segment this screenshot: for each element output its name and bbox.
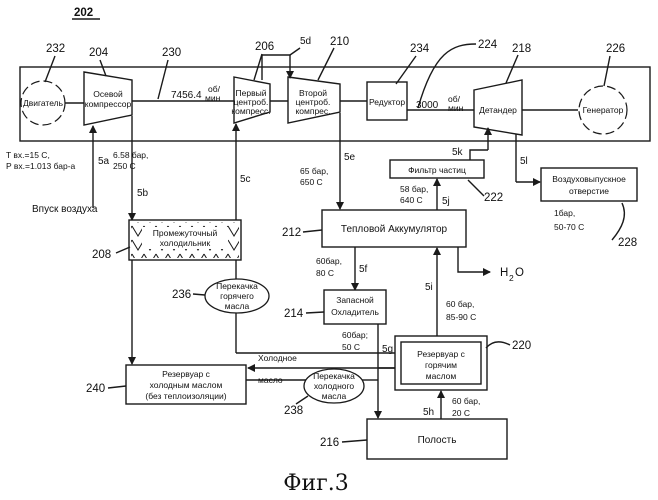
after-cooler-pressure: 60бар; <box>342 330 368 340</box>
engine-ref: 232 <box>46 43 65 55</box>
gearbox-ref: 234 <box>410 43 430 55</box>
svg-text:Запасной: Запасной <box>336 295 374 305</box>
hot-oil-pump-ref: 236 <box>172 289 191 301</box>
hot-oil-reservoir-ref: 220 <box>512 340 531 352</box>
backup-cooler-ref: 214 <box>284 308 304 320</box>
cavity-pressure: 60 бар, <box>452 396 480 406</box>
cold-oil-pump-ref: 238 <box>284 405 303 417</box>
svg-text:маслом: маслом <box>426 371 457 381</box>
intercooler-ref: 208 <box>92 249 111 261</box>
stream-5h: 5h <box>423 407 434 418</box>
generator-ref: 226 <box>606 43 625 55</box>
svg-text:масла: масла <box>225 301 250 311</box>
after-accum-pressure: 60бар, <box>316 256 342 266</box>
svg-text:Полость: Полость <box>418 435 457 446</box>
after-axial-temp: 250 C <box>113 161 136 171</box>
figure-caption: Фиг.3 <box>283 471 348 496</box>
generator: Генератор <box>579 86 627 134</box>
svg-text:Генератор: Генератор <box>583 105 624 115</box>
shaft-speed-2-ref: 224 <box>478 39 498 51</box>
cavity-temp: 20 C <box>452 408 470 418</box>
svg-text:Перекачка: Перекачка <box>313 371 355 381</box>
after-accum-temp: 80 C <box>316 268 334 278</box>
svg-text:масла: масла <box>322 391 347 401</box>
stream-5c: 5c <box>240 174 251 185</box>
water-label: H <box>500 267 508 279</box>
svg-text:компрессор: компрессор <box>85 99 132 109</box>
svg-text:холодильник: холодильник <box>160 238 211 248</box>
svg-text:Тепловой Аккумулятор: Тепловой Аккумулятор <box>341 224 448 235</box>
hot-oil-pump: Перекачка горячего масла <box>205 279 269 313</box>
svg-text:компресс.: компресс. <box>231 106 270 116</box>
shaft-speed-2: 3000 <box>416 100 439 111</box>
stream-5b: 5b <box>137 188 149 199</box>
svg-text:компрес.: компрес. <box>295 106 330 116</box>
svg-text:отверстие: отверстие <box>569 186 609 196</box>
inlet-temp: T вх.=15 C, <box>6 150 50 160</box>
svg-text:мин: мин <box>448 103 464 113</box>
svg-text:(без теплоизоляции): (без теплоизоляции) <box>145 391 226 401</box>
after-axial-pressure: 6.58 бар, <box>113 150 148 160</box>
after-second-temp: 650 C <box>300 177 323 187</box>
svg-text:Охладитель: Охладитель <box>331 307 379 317</box>
after-cooler-temp: 50 C <box>342 342 360 352</box>
before-filter-temp: 640 C <box>400 195 423 205</box>
air-intake-label: Впуск воздуха <box>32 204 98 215</box>
air-outlet-ref: 228 <box>618 237 637 249</box>
cold-oil-pump: Перекачка холодного масла <box>304 369 364 403</box>
second-centrifugal-ref: 210 <box>330 36 349 48</box>
before-filter-pressure: 58 бар, <box>400 184 428 194</box>
shaft-speed-1-ref: 230 <box>162 47 181 59</box>
svg-text:Детандер: Детандер <box>479 105 517 115</box>
air-outlet <box>541 168 637 201</box>
outlet-pressure: 1бар, <box>554 208 575 218</box>
svg-text:Резервуар с: Резервуар с <box>162 369 210 379</box>
svg-text:горячим: горячим <box>425 360 457 370</box>
to-accum-temp: 85-90 C <box>446 312 476 322</box>
outlet-temp: 50-70 C <box>554 222 584 232</box>
svg-text:мин: мин <box>205 93 221 103</box>
svg-text:горячего: горячего <box>220 291 254 301</box>
expander-ref: 218 <box>512 43 531 55</box>
after-second-pressure: 65 бар, <box>300 166 328 176</box>
stream-5e: 5e <box>344 152 356 163</box>
svg-text:Воздуховыпускное: Воздуховыпускное <box>552 174 626 184</box>
svg-text:Резервуар с: Резервуар с <box>417 349 465 359</box>
svg-text:Промежуточный: Промежуточный <box>153 228 218 238</box>
particle-filter-ref: 222 <box>484 192 503 204</box>
to-accum-pressure: 60 бар, <box>446 299 474 309</box>
stream-5f: 5f <box>359 264 368 275</box>
svg-text:холодным маслом: холодным маслом <box>150 380 223 390</box>
svg-text:масло: масло <box>258 375 283 385</box>
svg-text:Перекачка: Перекачка <box>216 281 258 291</box>
axial-compressor-label: Осевой <box>93 89 123 99</box>
shaft-speed-1: 7456.4 <box>171 90 202 101</box>
cavity-ref: 216 <box>320 437 339 449</box>
svg-text:Редуктор: Редуктор <box>369 97 405 107</box>
figure-number: 202 <box>74 7 93 19</box>
svg-text:Фильтр частиц: Фильтр частиц <box>408 165 466 175</box>
axial-compressor-ref: 204 <box>89 47 109 59</box>
heat-accumulator-ref: 212 <box>282 227 301 239</box>
stream-5i: 5i <box>425 282 433 293</box>
first-centrifugal-ref: 206 <box>255 41 274 53</box>
svg-text:Двигатель: Двигатель <box>23 98 64 108</box>
engine: Двигатель <box>21 81 65 125</box>
engine-leader <box>45 56 55 82</box>
svg-text:холодного: холодного <box>314 381 355 391</box>
cold-oil-label: Холодное <box>258 353 297 363</box>
stream-5d: 5d <box>300 36 311 47</box>
svg-text:2: 2 <box>509 273 514 283</box>
svg-text:O: O <box>515 267 524 279</box>
stream-5k: 5k <box>452 147 464 158</box>
stream-5j: 5j <box>442 196 450 207</box>
stream-5l: 5l <box>520 156 528 167</box>
cold-oil-reservoir-ref: 240 <box>86 383 105 395</box>
stream-5a: 5a <box>98 156 110 167</box>
water-outlet-line <box>458 247 490 272</box>
inlet-pressure: P вх.=1.013 бар-а <box>6 161 76 171</box>
